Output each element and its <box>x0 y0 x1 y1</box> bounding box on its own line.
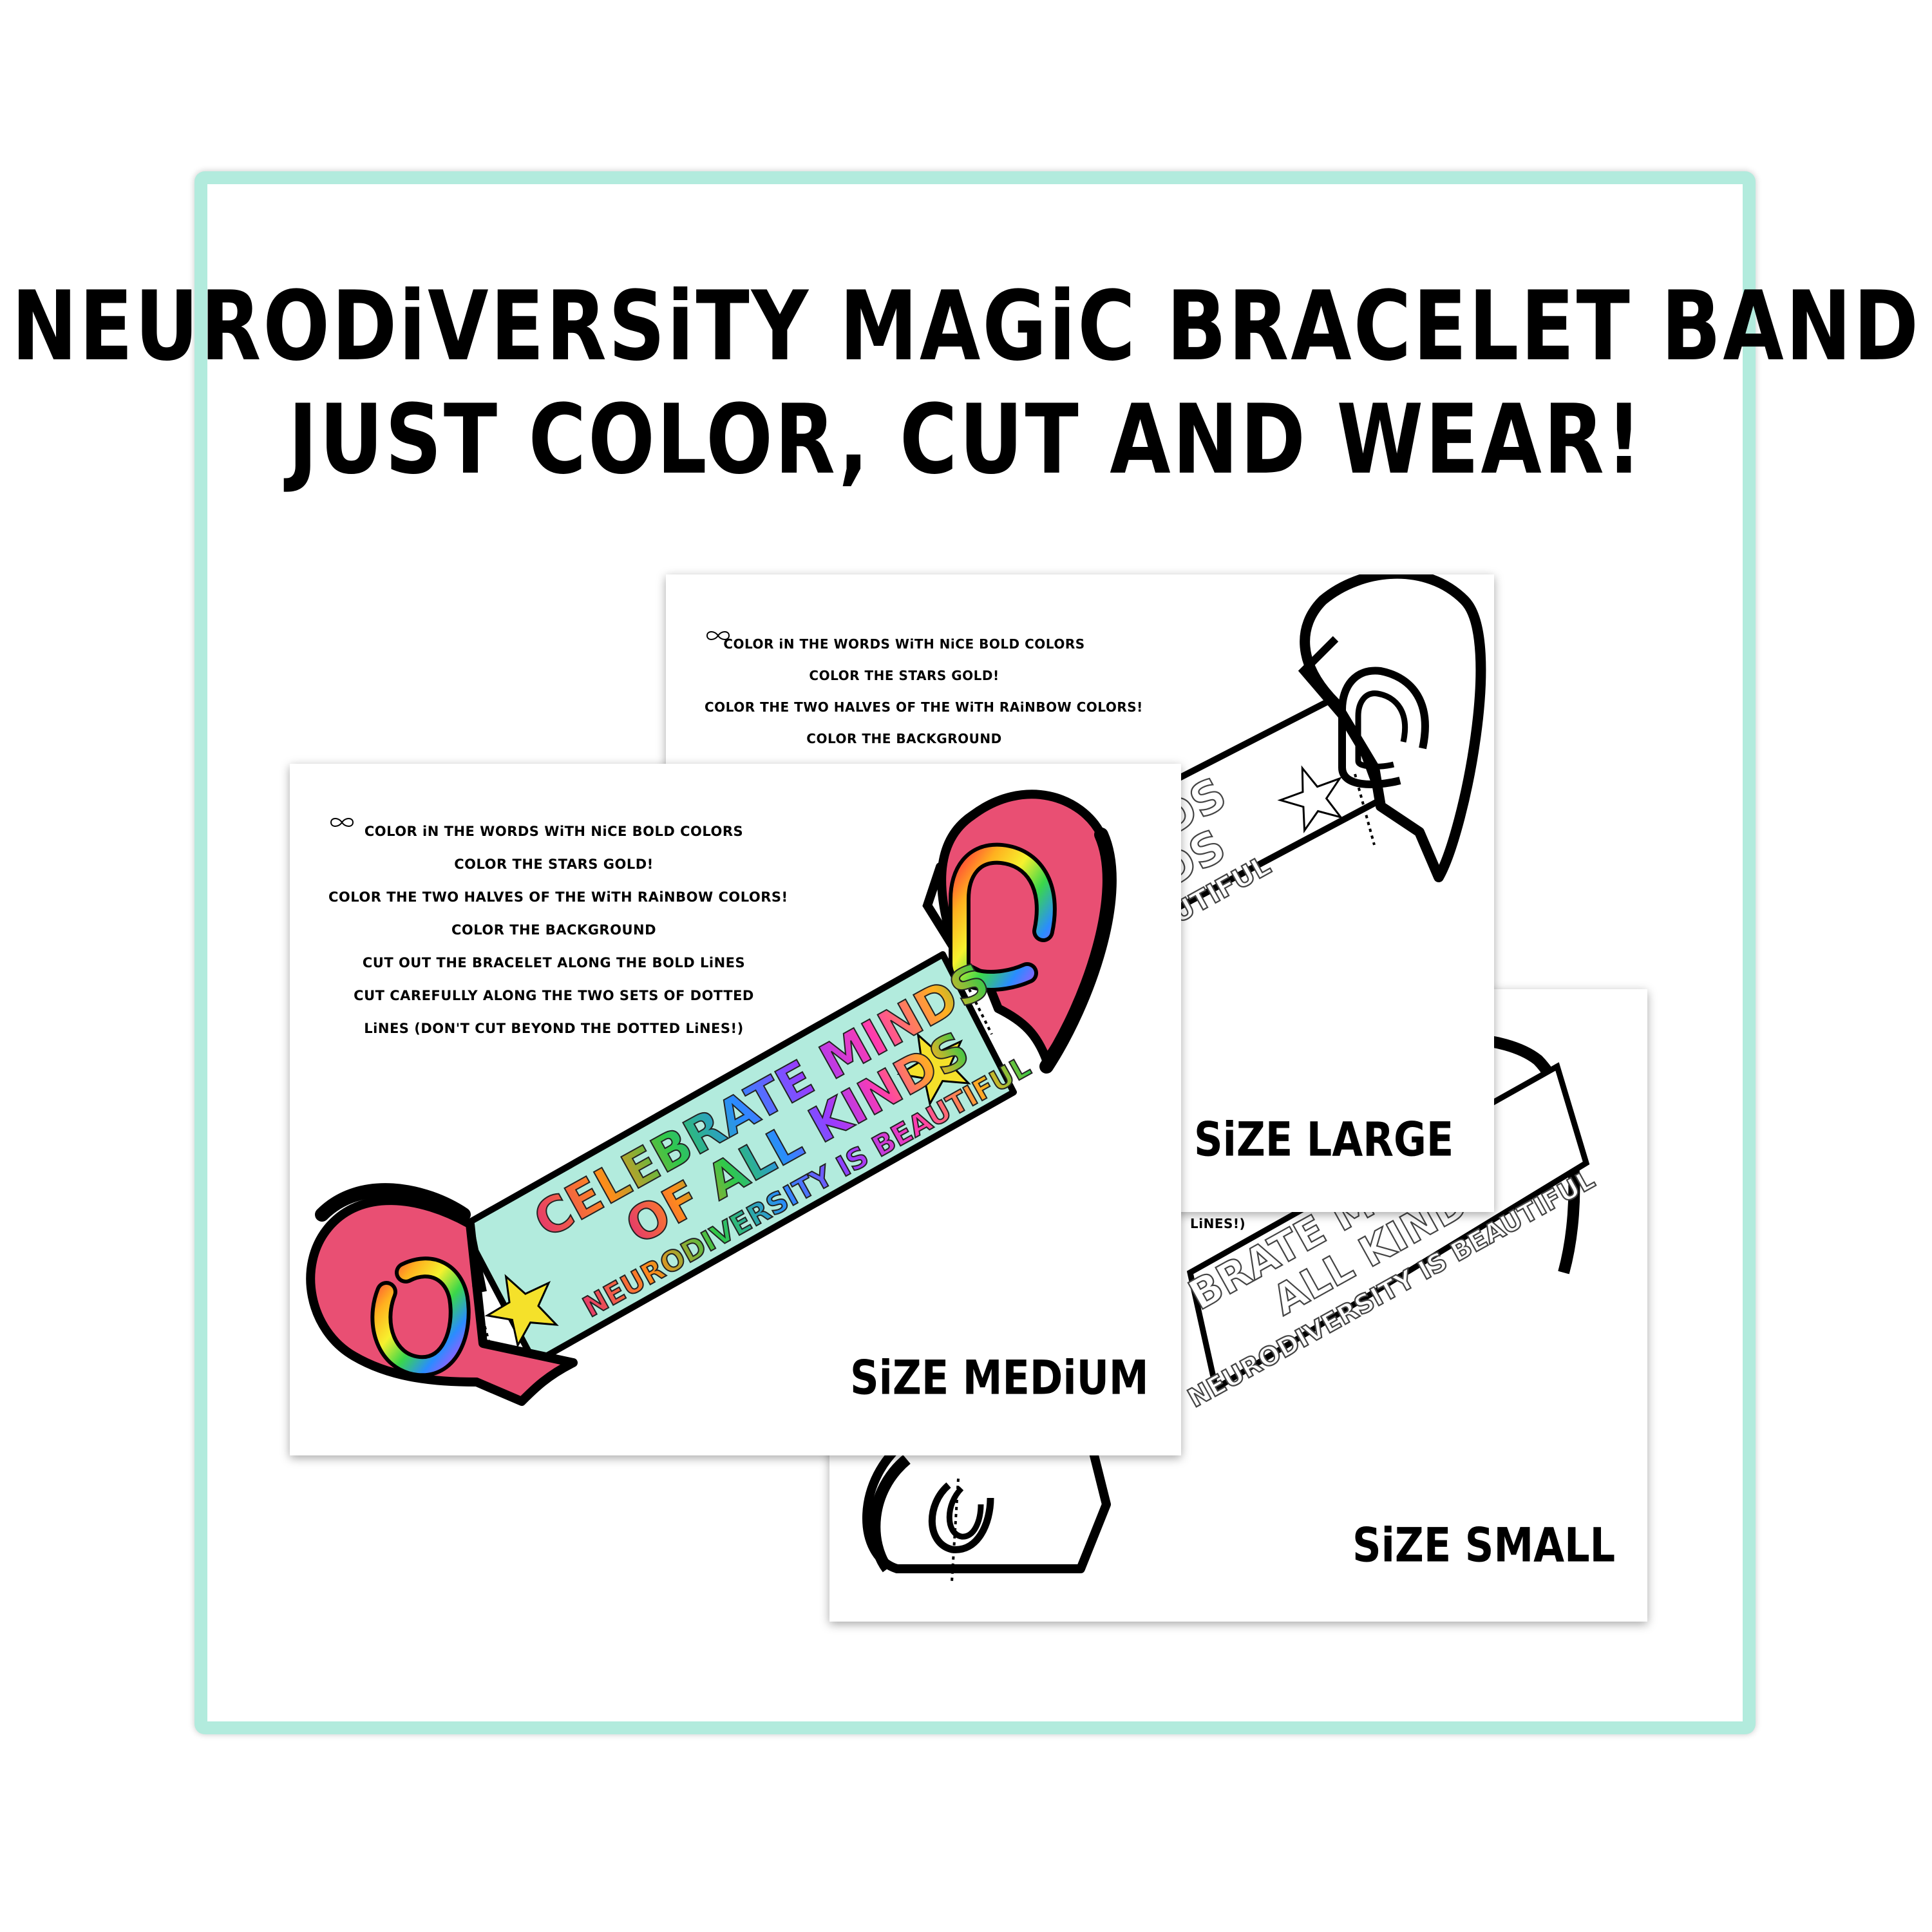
medium-instruction-3-after: WiTH RAiNBOW COLORS! <box>591 889 788 905</box>
small-instructions-fragment: LiNES!) <box>1190 1216 1246 1231</box>
large-instruction-3-before: COLOR THE TWO HALVES OF THE <box>705 699 951 715</box>
large-instruction-4: COLOR THE BACKGROUND <box>806 731 1002 746</box>
medium-instruction-1: COLOR iN THE WORDS WiTH NiCE BOLD COLORS <box>364 824 744 839</box>
medium-instruction-5: CUT OUT THE BRACELET ALONG THE BOLD LiNE… <box>362 955 746 971</box>
title-line-1: NEURODiVERSiTY MAGiC BRACELET BAND <box>11 270 1921 383</box>
sheet-size-medium: CELEBRATE MINDS OF ALL KINDS NEURODIVERS… <box>290 764 1181 1455</box>
large-instructions: COLOR iN THE WORDS WiTH NiCE BOLD COLORS… <box>705 629 1142 786</box>
medium-instruction-4: COLOR THE BACKGROUND <box>451 922 657 938</box>
title-line-2: JUST COLOR, CUT AND WEAR! <box>288 384 1644 496</box>
medium-instructions: COLOR iN THE WORDS WiTH NiCE BOLD COLORS… <box>328 815 788 1045</box>
large-instruction-3-after: WiTH RAiNBOW COLORS! <box>955 699 1143 715</box>
medium-instruction-2: COLOR THE STARS GOLD! <box>454 857 654 872</box>
large-instruction-3: COLOR THE TWO HALVES OF THE WiTH RAiNBOW… <box>705 631 1142 723</box>
bracelet-medium-colored: CELEBRATE MINDS OF ALL KINDS NEURODIVERS… <box>306 790 1117 1406</box>
size-label-medium: SiZE MEDiUM <box>850 1350 1149 1406</box>
size-label-small: SiZE SMALL <box>1352 1517 1616 1573</box>
infinity-icon <box>706 631 730 640</box>
large-instruction-1: COLOR iN THE WORDS WiTH NiCE BOLD COLORS <box>723 636 1085 652</box>
medium-instruction-3-before: COLOR THE TWO HALVES OF THE <box>328 889 587 905</box>
left-loop <box>306 1196 578 1406</box>
medium-instruction-7: LiNES (DON'T CUT BEYOND THE DOTTED LiNES… <box>364 1021 744 1036</box>
large-instruction-2: COLOR THE STARS GOLD! <box>809 668 999 683</box>
size-label-large: SiZE LARGE <box>1194 1112 1454 1168</box>
infinity-icon <box>330 818 354 827</box>
medium-instruction-3: COLOR THE TWO HALVES OF THE WiTH RAiNBOW… <box>328 818 788 914</box>
medium-instruction-6: CUT CAREFULLY ALONG THE TWO SETS OF DOTT… <box>354 988 754 1003</box>
star-right <box>896 1032 971 1107</box>
star-left <box>484 1274 559 1349</box>
